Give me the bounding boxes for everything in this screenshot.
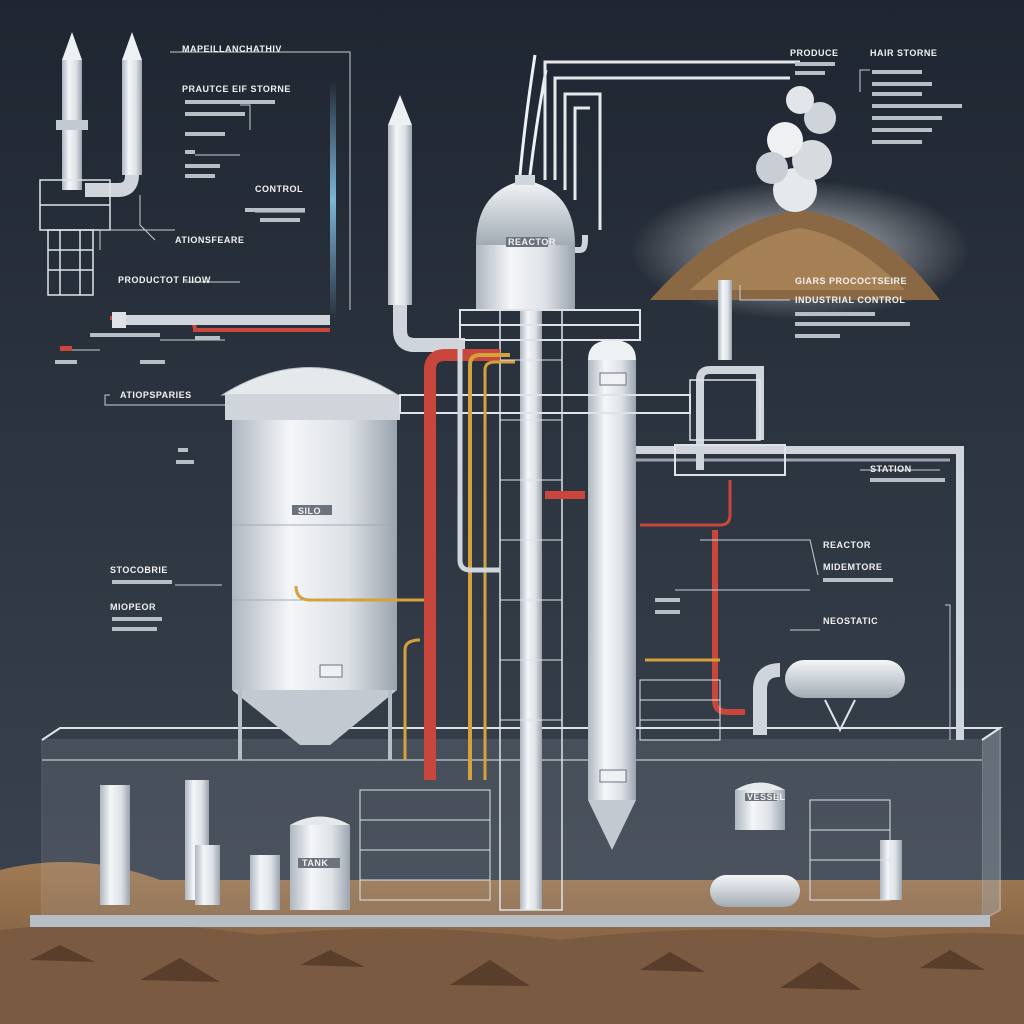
dome-tag: REACTOR: [508, 237, 556, 247]
label-production-flow: PRODUCTOT FIIOW: [118, 275, 211, 285]
left-stack-1: [56, 32, 88, 190]
lower-equipment: [100, 780, 902, 910]
label-top-right-a: PRODUCE: [790, 48, 839, 58]
plume-mound: [630, 86, 970, 320]
label-right-mid: REACTOR: [823, 540, 871, 550]
label-right-low: NEOSTATIC: [823, 616, 878, 626]
column-tag-low: HIC: [604, 772, 621, 782]
platform-frame: [30, 726, 1004, 927]
right-process-unit: [674, 280, 786, 476]
left-stack-2: [85, 32, 142, 197]
callout-labels: MAPEILLANCHATHIV PRAUTCE EIF STORNE CONT…: [55, 44, 962, 631]
label-top-left-title: MAPEILLANCHATHIV: [182, 44, 282, 54]
hot-pipes: [403, 349, 745, 780]
tall-column: [588, 340, 636, 850]
storage-silo: [220, 367, 425, 760]
tank-tag: TANK: [302, 858, 328, 868]
lower-scaffold: [359, 679, 891, 901]
light-beam: [330, 80, 336, 320]
label-storage-left: STOCOBRIE: [110, 565, 168, 575]
column-tag: HIC: [604, 375, 621, 385]
horizontal-tank: [753, 660, 905, 735]
silo-tag: SILO: [298, 506, 321, 516]
top-connector-lines: [543, 60, 800, 230]
vessel-tag: VESSEL: [747, 792, 786, 802]
dome-reactor: [476, 175, 575, 310]
label-product-storage: PRAUTCE EIF STORNE: [182, 84, 291, 94]
label-right-mid2: MIDEMTORE: [823, 562, 882, 572]
red-feed-pipe: [110, 312, 330, 332]
left-structure: [39, 179, 111, 296]
label-top-right-b: HAIR STORNE: [870, 48, 937, 58]
label-atmosphere-lower: ATIOPSPARIES: [120, 390, 192, 400]
label-control: CONTROL: [255, 184, 303, 194]
label-gas-sub: INDUSTRIAL CONTROL: [795, 295, 905, 305]
label-monitor-left: MIOPEOR: [110, 602, 156, 612]
label-gas-process: GIARS PROCOCTSEIRE: [795, 276, 907, 286]
label-small-right: STATION: [870, 464, 912, 474]
label-atmosphere-upper: ATIONSFEARE: [175, 235, 244, 245]
center-stack: [388, 95, 465, 352]
